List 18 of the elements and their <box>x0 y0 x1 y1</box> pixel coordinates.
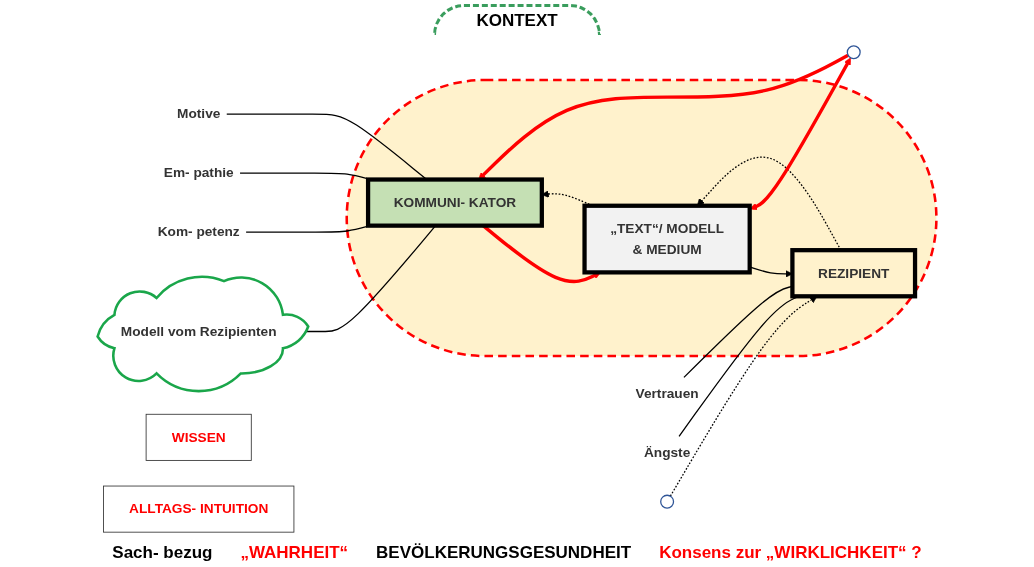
node-box: REZIPIENT <box>790 248 918 299</box>
node-text: Motive <box>177 106 221 122</box>
context-label: KONTEXT <box>433 4 601 35</box>
node-text: Ängste <box>643 445 691 460</box>
consensus-question: Konsens zur „WIRKLICHKEIT“ ? <box>659 543 922 563</box>
relation-label: Sach- bezug <box>112 543 213 563</box>
node-ellipse <box>846 45 861 60</box>
node-box: ALLTAGS- INTUITION <box>103 485 295 533</box>
node-ellipse <box>660 494 675 509</box>
population-health-label: BEVÖLKERUNGSGESUNDHEIT <box>376 543 632 563</box>
node-box: „TEXT“/ MODELL & MEDIUM <box>582 203 752 275</box>
node-text: Em- pathie <box>163 165 234 180</box>
truth-label: „WAHRHEIT“ <box>240 543 349 563</box>
node-box: KOMMUNI- KATOR <box>365 177 544 228</box>
arrow <box>749 57 851 211</box>
node-text: Kom- petenz <box>157 224 240 239</box>
node-box: WISSEN <box>145 413 252 461</box>
node-text: Vertrauen <box>635 386 699 401</box>
